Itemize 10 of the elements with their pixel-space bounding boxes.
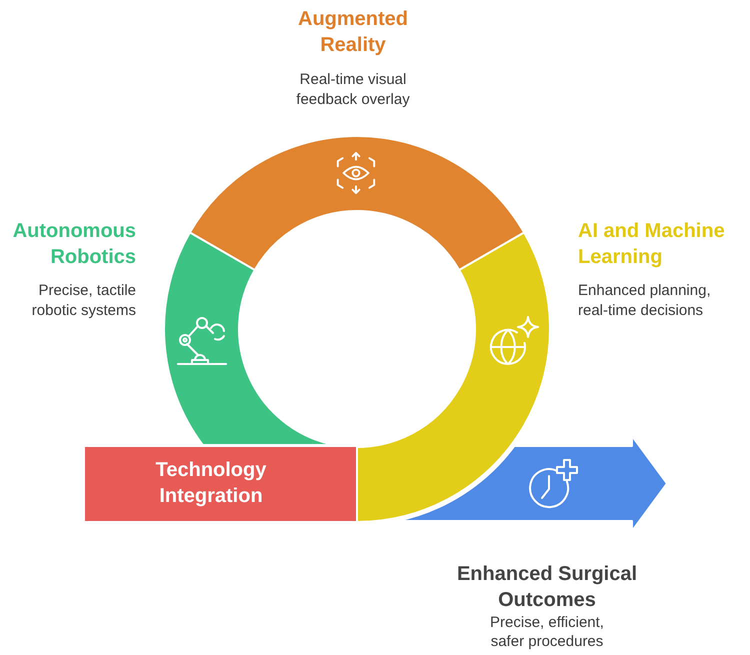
segment-description: Real-time visual feedback overlay: [296, 70, 410, 110]
segment-heading: Augmented Reality: [298, 7, 408, 58]
segment-description: Enhanced planning, real-time decisions: [578, 281, 712, 321]
segment-heading: Autonomous Robotics: [12, 219, 136, 270]
bar-label: Technology Integration: [155, 458, 267, 509]
outcome-heading: Enhanced Surgical Outcomes: [456, 562, 638, 613]
banner-bar: [85, 447, 356, 521]
segment-description: Precise, tactile robotic systems: [30, 281, 136, 321]
segment-heading: AI and Machine Learning: [578, 219, 726, 270]
outcome-description: Precise, efficient, safer procedures: [490, 613, 604, 651]
